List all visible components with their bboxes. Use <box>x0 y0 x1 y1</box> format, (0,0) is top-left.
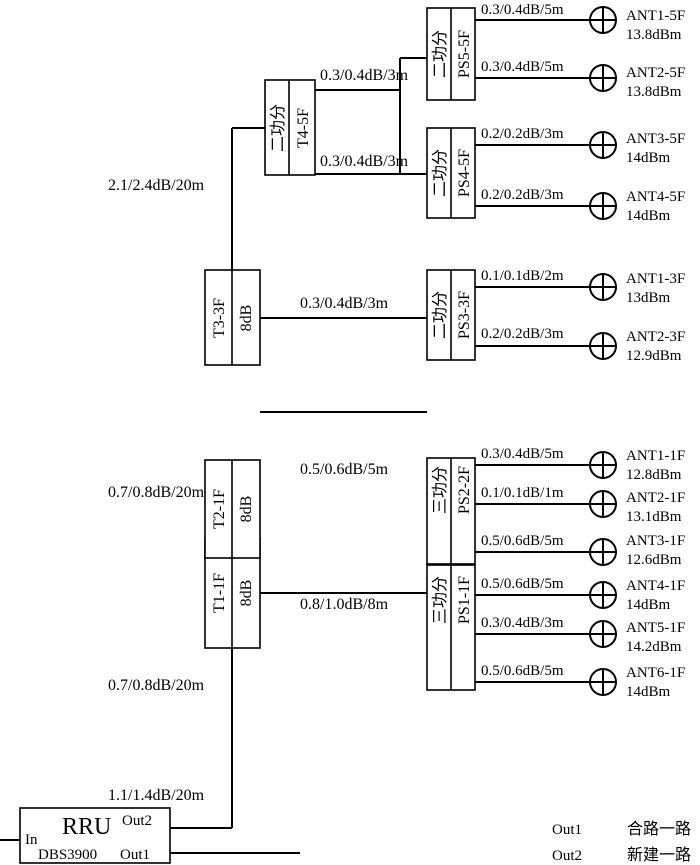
antenna-loss-label: 0.5/0.6dB/5m <box>481 663 564 679</box>
antenna-name: ANT1-3F <box>626 271 685 287</box>
rru-name: RRU <box>62 814 111 840</box>
branch-loss-label: 0.3/0.4dB/3m <box>320 67 409 84</box>
antenna-power: 13.8dBm <box>626 27 682 43</box>
branch-loss-label: 0.3/0.4dB/3m <box>300 295 389 312</box>
antenna-icon <box>589 490 617 518</box>
antenna-icon <box>589 332 617 360</box>
antenna-name: ANT3-5F <box>626 131 685 147</box>
antenna-name: ANT2-3F <box>626 329 685 345</box>
splitter-name: PS3-3F <box>456 291 473 339</box>
antenna-power: 13dBm <box>626 290 671 306</box>
antenna-power: 13.8dBm <box>626 84 682 100</box>
antenna-icon <box>589 131 617 159</box>
antenna-loss-label: 0.2/0.2dB/3m <box>481 326 564 342</box>
splitter-type: 三功分 <box>431 576 449 624</box>
antenna-power: 14dBm <box>626 208 671 224</box>
antenna-power: 12.6dBm <box>626 552 682 568</box>
rru-unit: RRU In Out2 DBS3900 Out1 <box>19 807 171 864</box>
rru-in-port: In <box>25 832 38 848</box>
antenna-icon <box>589 64 617 92</box>
antenna-name: ANT5-1F <box>626 620 685 636</box>
coupler-box <box>264 79 316 176</box>
coupler-name: T3-3F <box>211 298 228 338</box>
legend-port: Out1 <box>552 822 582 838</box>
splitter-name: PS2-2F <box>456 466 473 514</box>
antenna-name: ANT2-5F <box>626 65 685 81</box>
coupler-t4: 二功分 T4-5F <box>264 79 316 176</box>
antenna-power: 14dBm <box>626 684 671 700</box>
coupler-t3: T3-3F 8dB <box>204 269 261 366</box>
antenna-power: 14.2dBm <box>626 639 682 655</box>
legend-desc: 新建一路 <box>627 846 691 864</box>
splitter-ps2: 三功分 PS2-2F <box>426 457 476 565</box>
coupler-name: T4-5F <box>295 108 312 148</box>
antenna-name: ANT4-5F <box>626 189 685 205</box>
antenna-icon <box>589 192 617 220</box>
antenna-icon <box>589 581 617 609</box>
trunk-loss-label: 1.1/1.4dB/20m <box>108 787 205 804</box>
coupler-t2: T2-1F 8dB <box>204 459 261 559</box>
antenna-power: 14dBm <box>626 597 671 613</box>
antenna-power: 12.9dBm <box>626 348 682 364</box>
legend: Out1 合路一路 Out2 新建一路 <box>552 820 691 864</box>
splitter-type: 二功分 <box>431 291 449 339</box>
rru-box <box>19 807 171 864</box>
antenna-loss-label: 0.1/0.1dB/1m <box>481 485 564 501</box>
legend-port: Out2 <box>552 848 582 864</box>
branch-loss-label: 0.3/0.4dB/3m <box>320 153 409 170</box>
antenna-power: 14dBm <box>626 150 671 166</box>
coupler-rating: 8dB <box>238 305 255 332</box>
coupler-rating: 二功分 <box>269 104 287 152</box>
antenna-icons <box>589 6 617 696</box>
antenna-icon <box>589 6 617 34</box>
antenna-name: ANT3-1F <box>626 533 685 549</box>
legend-desc: 合路一路 <box>627 820 691 838</box>
splitter-name: PS4-5F <box>456 149 473 197</box>
antenna-icon <box>589 273 617 301</box>
antenna-loss-label: 0.3/0.4dB/5m <box>481 2 564 18</box>
antenna-wiring <box>475 19 590 683</box>
coupler-name: T1-1F <box>211 573 228 613</box>
branch-loss-label: 0.5/0.6dB/5m <box>300 461 389 478</box>
antenna-power: 12.8dBm <box>626 467 682 483</box>
splitter-ps1: 三功分 PS1-1F <box>426 564 476 691</box>
splitter-type: 三功分 <box>431 466 449 514</box>
trunk-loss-label: 0.7/0.8dB/20m <box>108 677 205 694</box>
antenna-loss-label: 0.3/0.4dB/3m <box>481 615 564 631</box>
antenna-icon <box>589 451 617 479</box>
trunk-loss-label: 2.1/2.4dB/20m <box>108 177 205 194</box>
splitter-ps5: 二功分 PS5-5F <box>426 7 476 101</box>
rru-out1-port: Out1 <box>120 847 150 863</box>
splitter-name: PS5-5F <box>456 30 473 78</box>
antenna-loss-label: 0.1/0.1dB/2m <box>481 268 564 284</box>
antenna-name: ANT2-1F <box>626 490 685 506</box>
splitter-ps4: 二功分 PS4-5F <box>426 127 476 219</box>
splitter-type: 二功分 <box>431 149 449 197</box>
antenna-name: ANT1-1F <box>626 448 685 464</box>
antenna-name: ANT6-1F <box>626 665 685 681</box>
coupler-name: T2-1F <box>211 489 228 529</box>
splitter-type: 二功分 <box>431 30 449 78</box>
branch-loss-label: 0.8/1.0dB/8m <box>300 596 389 613</box>
antenna-loss-label: 0.2/0.2dB/3m <box>481 187 564 203</box>
antenna-icon <box>589 668 617 696</box>
splitter-ps3: 二功分 PS3-3F <box>426 269 476 361</box>
rru-model: DBS3900 <box>38 847 97 863</box>
antenna-loss-label: 0.5/0.6dB/5m <box>481 576 564 592</box>
rru-out2-port: Out2 <box>122 813 152 829</box>
antenna-loss-label: 0.5/0.6dB/5m <box>481 533 564 549</box>
antenna-icon <box>589 538 617 566</box>
antenna-name: ANT4-1F <box>626 578 685 594</box>
antenna-loss-label: 0.2/0.2dB/3m <box>481 126 564 142</box>
antenna-name: ANT1-5F <box>626 8 685 24</box>
antenna-power: 13.1dBm <box>626 509 682 525</box>
antenna-icon <box>589 620 617 648</box>
coupler-rating: 8dB <box>238 580 255 607</box>
antenna-loss-label: 0.3/0.4dB/5m <box>481 59 564 75</box>
coupler-rating: 8dB <box>238 496 255 523</box>
trunk-loss-label: 0.7/0.8dB/20m <box>108 484 205 501</box>
splitter-name: PS1-1F <box>456 576 473 624</box>
antenna-loss-label: 0.3/0.4dB/5m <box>481 446 564 462</box>
